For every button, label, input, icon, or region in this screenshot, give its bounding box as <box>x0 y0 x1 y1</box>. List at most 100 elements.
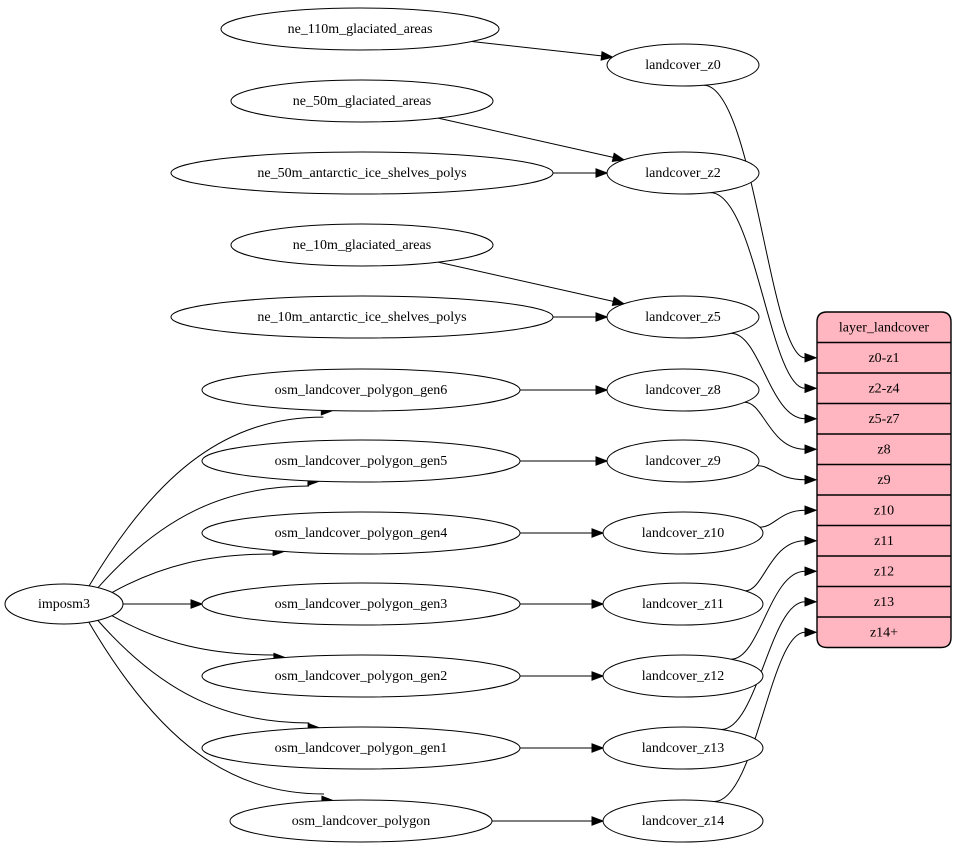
edge-line <box>720 601 806 731</box>
edge-arrowhead <box>595 456 609 466</box>
node-shape[interactable] <box>4 583 124 625</box>
node-shape[interactable] <box>230 79 494 123</box>
node-landcover_z13[interactable]: landcover_z13 <box>602 726 764 770</box>
node-shape[interactable] <box>606 368 760 412</box>
node-shape[interactable] <box>201 582 521 626</box>
node-label: landcover_z2 <box>645 166 720 181</box>
table-row-z12[interactable]: z12 <box>874 564 894 579</box>
node-shape[interactable] <box>201 368 521 412</box>
edge-osm_landcover_polygon_gen1-to-landcover_z13 <box>520 743 605 753</box>
table-row-z9[interactable]: z9 <box>877 473 890 488</box>
node-shape[interactable] <box>170 295 554 339</box>
node-landcover_z12[interactable]: landcover_z12 <box>602 654 764 698</box>
node-label: ne_50m_glaciated_areas <box>293 94 431 109</box>
edge-landcover_z10-to-row5 <box>759 505 818 528</box>
node-shape[interactable] <box>606 43 760 87</box>
table-row-z14+[interactable]: z14+ <box>870 625 898 640</box>
edge-landcover_z2-to-row1 <box>710 192 818 394</box>
node-ne_110m_glaciated_areas[interactable]: ne_110m_glaciated_areas <box>220 7 500 51</box>
node-osm_landcover_polygon_gen4[interactable]: osm_landcover_polygon_gen4 <box>201 511 521 555</box>
node-osm_landcover_polygon_gen2[interactable]: osm_landcover_polygon_gen2 <box>201 654 521 698</box>
node-landcover_z10[interactable]: landcover_z10 <box>602 511 764 555</box>
edge-line <box>88 416 324 587</box>
node-label: landcover_z10 <box>642 526 724 541</box>
node-shape[interactable] <box>606 295 760 339</box>
node-osm_landcover_polygon_gen1[interactable]: osm_landcover_polygon_gen1 <box>201 726 521 770</box>
table-row-z2-z4[interactable]: z2-z4 <box>868 381 899 396</box>
table-body <box>816 311 952 649</box>
edge-imposm3-to-osm_landcover_polygon_gen4 <box>111 546 286 593</box>
node-ne_10m_glaciated_areas[interactable]: ne_10m_glaciated_areas <box>230 223 494 267</box>
node-landcover_z8[interactable]: landcover_z8 <box>606 368 760 412</box>
node-shape[interactable] <box>201 511 521 555</box>
edge-landcover_z14-to-row9 <box>713 627 818 803</box>
node-shape[interactable] <box>602 511 764 555</box>
edge-ne_50m_glaciated_areas-to-landcover_z2 <box>438 117 626 163</box>
table-row-z5-z7[interactable]: z5-z7 <box>868 412 899 427</box>
node-label: osm_landcover_polygon_gen3 <box>275 597 448 612</box>
node-ne_10m_antarctic_ice_shelves_polys[interactable]: ne_10m_antarctic_ice_shelves_polys <box>170 295 554 339</box>
node-shape[interactable] <box>170 151 554 195</box>
node-shape[interactable] <box>220 7 500 51</box>
edge-osm_landcover_polygon_gen4-to-landcover_z10 <box>520 528 605 538</box>
edge-landcover_z9-to-row4 <box>757 465 818 485</box>
node-landcover_z5[interactable]: landcover_z5 <box>606 295 760 339</box>
node-label: imposm3 <box>38 597 90 612</box>
node-imposm3[interactable]: imposm3 <box>4 583 124 625</box>
node-label: osm_landcover_polygon_gen2 <box>275 669 448 684</box>
node-shape[interactable] <box>201 726 521 770</box>
table-row-z10[interactable]: z10 <box>874 503 894 518</box>
node-label: osm_landcover_polygon_gen1 <box>275 741 448 756</box>
edge-line <box>111 615 275 656</box>
node-label: ne_10m_antarctic_ice_shelves_polys <box>257 310 466 325</box>
node-landcover_z11[interactable]: landcover_z11 <box>602 582 764 626</box>
edge-line <box>713 631 806 803</box>
node-landcover_z0[interactable]: landcover_z0 <box>606 43 760 87</box>
node-landcover_z9[interactable]: landcover_z9 <box>606 439 760 483</box>
node-ne_50m_antarctic_ice_shelves_polys[interactable]: ne_50m_antarctic_ice_shelves_polys <box>170 151 554 195</box>
edge-arrowhead <box>804 352 818 363</box>
edge-line <box>88 621 325 795</box>
node-label: osm_landcover_polygon_gen6 <box>275 383 448 398</box>
edge-line <box>710 192 806 389</box>
edge-osm_landcover_polygon_gen3-to-landcover_z11 <box>520 599 605 609</box>
node-osm_landcover_polygon_gen3[interactable]: osm_landcover_polygon_gen3 <box>201 582 521 626</box>
node-label: landcover_z8 <box>645 383 720 398</box>
node-shape[interactable] <box>606 439 760 483</box>
node-label: landcover_z12 <box>642 669 724 684</box>
node-label: ne_110m_glaciated_areas <box>288 22 433 37</box>
node-osm_landcover_polygon[interactable]: osm_landcover_polygon <box>229 799 493 843</box>
table-row-z8[interactable]: z8 <box>877 442 890 457</box>
node-shape[interactable] <box>602 654 764 698</box>
edge-arrowhead <box>591 528 605 538</box>
table-header-label: layer_landcover <box>839 320 930 335</box>
node-shape[interactable] <box>230 223 494 267</box>
node-shape[interactable] <box>229 799 493 843</box>
edge-landcover_z12-to-row7 <box>731 566 818 660</box>
node-landcover_z2[interactable]: landcover_z2 <box>606 151 760 195</box>
edge-landcover_z5-to-row2 <box>730 332 818 424</box>
edge-arrowhead <box>804 444 818 455</box>
node-shape[interactable] <box>606 151 760 195</box>
node-shape[interactable] <box>602 799 764 843</box>
edge-arrowhead <box>190 599 204 609</box>
node-ne_50m_glaciated_areas[interactable]: ne_50m_glaciated_areas <box>230 79 494 123</box>
edge-arrowhead <box>804 535 818 546</box>
edge-ne_50m_antarctic_ice_shelves_polys-to-landcover_z2 <box>553 168 609 178</box>
node-shape[interactable] <box>602 582 764 626</box>
node-shape[interactable] <box>602 726 764 770</box>
node-shape[interactable] <box>201 439 521 483</box>
table-row-z13[interactable]: z13 <box>874 595 894 610</box>
edge-imposm3-to-osm_landcover_polygon_gen2 <box>111 615 287 663</box>
node-osm_landcover_polygon_gen6[interactable]: osm_landcover_polygon_gen6 <box>201 368 521 412</box>
node-osm_landcover_polygon_gen5[interactable]: osm_landcover_polygon_gen5 <box>201 439 521 483</box>
edge-osm_landcover_polygon_gen2-to-landcover_z12 <box>520 671 605 681</box>
edge-line <box>757 465 806 481</box>
edge-line <box>97 485 310 588</box>
table-row-z11[interactable]: z11 <box>874 534 894 549</box>
node-shape[interactable] <box>201 654 521 698</box>
node-label: landcover_z9 <box>645 454 720 469</box>
table-row-z0-z1[interactable]: z0-z1 <box>868 351 899 366</box>
node-landcover_z14[interactable]: landcover_z14 <box>602 799 764 843</box>
